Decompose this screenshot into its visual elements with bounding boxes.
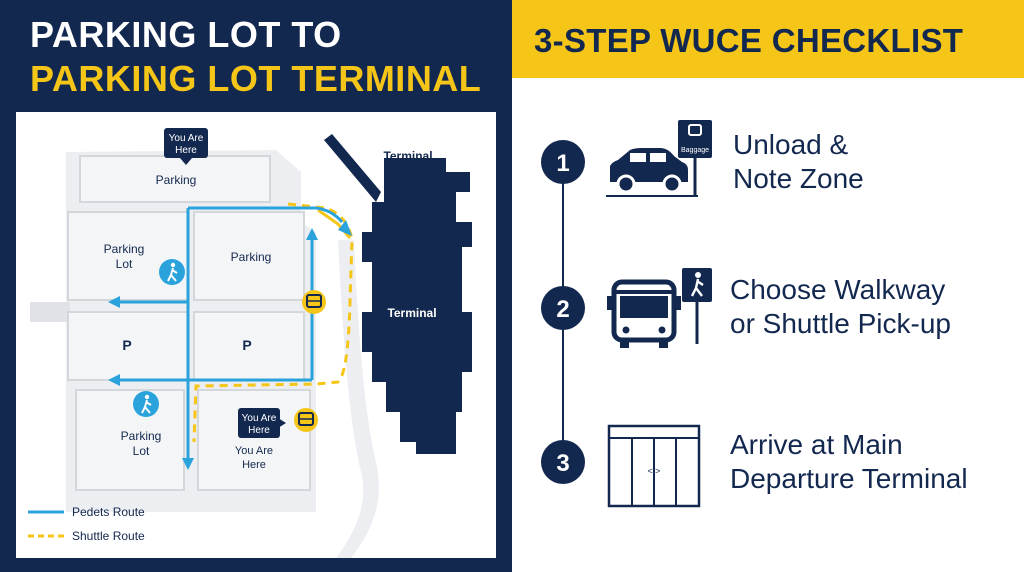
lot-label: Parking [156, 173, 197, 187]
terminal-jetway [324, 134, 381, 202]
legend-pedestrian-label: Pedets Route [72, 505, 145, 519]
lot-lower-left [75, 389, 185, 491]
lot-label: Lot [116, 257, 133, 271]
you-are-here-text: Here [175, 145, 197, 156]
you-are-here-text: You Are [242, 413, 277, 424]
step-3-line-1: Arrive at Main [730, 429, 903, 460]
ped-arrow-down [182, 458, 194, 470]
baggage-sign-icon: Baggage [678, 120, 712, 196]
step-3-text: Arrive at Main Departure Terminal [730, 428, 968, 496]
lot-mid-left [67, 311, 189, 381]
step-number-badge [541, 286, 585, 330]
lot-label: Parking [121, 429, 162, 443]
title-line-2: PARKING LOT TERMINAL [30, 58, 482, 99]
left-road [30, 302, 70, 322]
checklist-banner: 3-STEP WUCE CHECKLIST [512, 0, 1024, 78]
pedestrian-sign-icon [682, 268, 712, 344]
checklist-title: 3-STEP WUCE CHECKLIST [534, 22, 964, 59]
you-are-here-pin-bottom: You Are Here [238, 408, 286, 438]
ped-arrow-up [306, 228, 318, 240]
lot-label: Lot [133, 444, 150, 458]
pedestrian-icon [133, 391, 159, 417]
step-1-text: Unload & Note Zone [733, 128, 864, 196]
ped-arrow-west-2 [108, 374, 120, 386]
step-number: 2 [556, 296, 569, 323]
bus-icon [607, 279, 681, 348]
terminal-label-main: Terminal [387, 306, 436, 320]
step-2-line-2: or Shuttle Pick-up [730, 308, 951, 339]
lot-upper-right [193, 211, 305, 301]
lot-label: P [122, 337, 131, 353]
map-svg: You Are Here You Are Here Parking Parkin… [28, 128, 472, 558]
step-1-line-1: Unload & [733, 129, 849, 160]
door-arrows: <|> [648, 466, 661, 476]
you-are-here-text: Here [248, 425, 270, 436]
sliding-door-icon: <|> [607, 424, 701, 508]
lot-upper-left [67, 211, 189, 301]
pedestrian-icon [159, 259, 185, 285]
parking-map: You Are Here You Are Here Parking Parkin… [16, 112, 496, 558]
you-are-here-pin-top: You Are Here [164, 128, 208, 165]
title-line-1: PARKING LOT TO [30, 14, 342, 55]
lot-mid-right [193, 311, 305, 381]
step-number: 1 [556, 150, 569, 177]
checklist-svg: 1 Baggage 2 [541, 120, 712, 508]
ped-arrow-west [108, 296, 120, 308]
lot-label: Parking [231, 250, 272, 264]
legend-shuttle-label: Shuttle Route [72, 529, 145, 543]
step-2-text: Choose Walkway or Shuttle Pick-up [730, 273, 951, 341]
map-panel: PARKING LOT TO PARKING LOT TERMINAL [0, 0, 512, 572]
baggage-sign-text: Baggage [681, 147, 709, 154]
car-icon [606, 148, 698, 197]
you-are-here-text: You Are [169, 133, 204, 144]
lot-label: P [242, 337, 251, 353]
step-2-line-1: Choose Walkway [730, 274, 946, 305]
bus-stop-icon [294, 408, 318, 432]
you-are-here-label: Here [242, 459, 266, 471]
step-number: 3 [556, 450, 569, 477]
step-number-badge [541, 440, 585, 484]
step-3-line-2: Departure Terminal [730, 463, 968, 494]
terminal-label-top: Terminal [383, 149, 432, 163]
ped-route-top [188, 206, 344, 223]
you-are-here-label: You Are [235, 445, 273, 457]
checklist-panel: 3-STEP WUCE CHECKLIST 1 Baggage [512, 0, 1024, 572]
lot-label: Parking [104, 242, 145, 256]
lot-top [79, 155, 271, 203]
ped-arrow-terminal [338, 220, 352, 236]
terminal-building [362, 158, 472, 454]
step-1-line-2: Note Zone [733, 163, 864, 194]
access-road [336, 240, 379, 558]
bus-stop-icon [302, 290, 326, 314]
lot-lower-right [197, 389, 311, 491]
step-number-badge [541, 140, 585, 184]
